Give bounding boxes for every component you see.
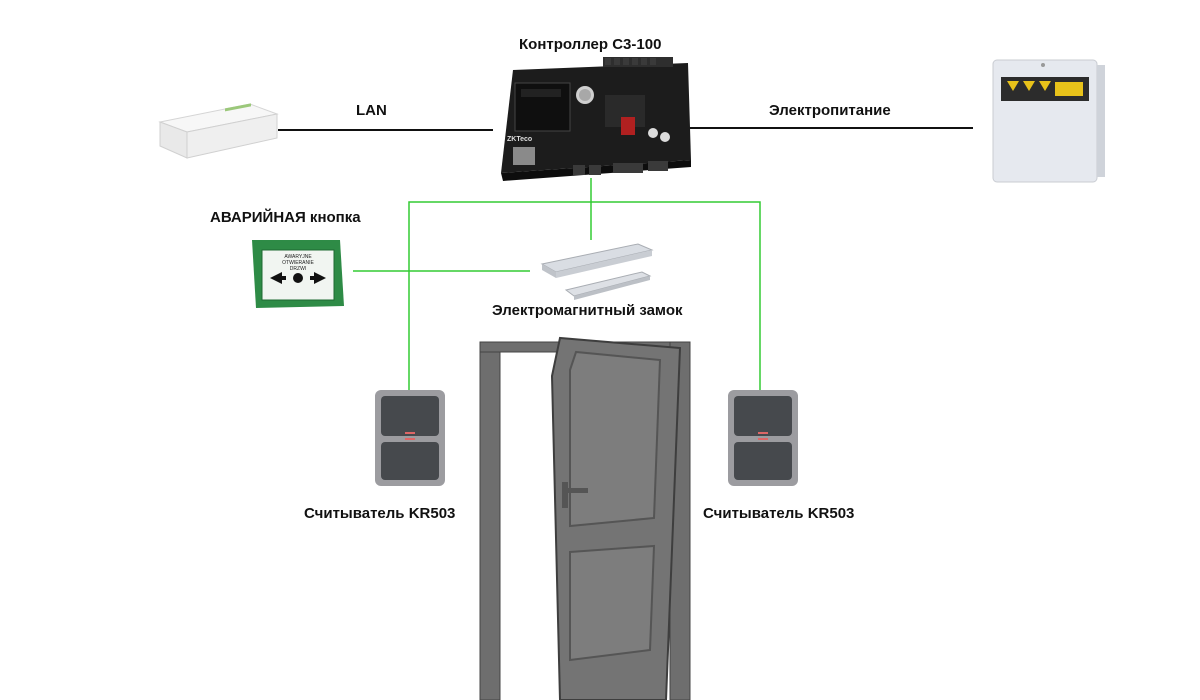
- emergency-text-3: DRZWI: [290, 266, 306, 272]
- controller-label: Контроллер C3-100: [519, 36, 662, 53]
- card-reader-left: [375, 390, 445, 486]
- emergency-text-1: AWARYJNE: [284, 254, 312, 260]
- reader-left-label: Считыватель KR503: [304, 505, 456, 522]
- emergency-label: АВАРИЙНАЯ кнопка: [210, 209, 361, 226]
- lock-label: Электромагнитный замок: [492, 302, 683, 319]
- power-label: Электропитание: [769, 102, 891, 119]
- emergency-button: AWARYJNE OTWIERANIE DRZWI: [252, 240, 344, 308]
- reader-right-label: Считыватель KR503: [703, 505, 855, 522]
- controller-brand-text: ZKTeco: [507, 136, 532, 143]
- reader-left-wire: [408, 178, 592, 390]
- electromagnetic-lock: [540, 243, 654, 300]
- lan-label: LAN: [356, 102, 387, 119]
- door: [479, 336, 691, 700]
- card-reader-right: [728, 390, 798, 486]
- reader-right-wire: [591, 201, 761, 390]
- emergency-text-2: OTWIERANIE: [282, 260, 314, 266]
- power-supply-box: [992, 59, 1105, 183]
- network-switch: [158, 103, 279, 159]
- controller-board: ZKTeco: [501, 57, 691, 181]
